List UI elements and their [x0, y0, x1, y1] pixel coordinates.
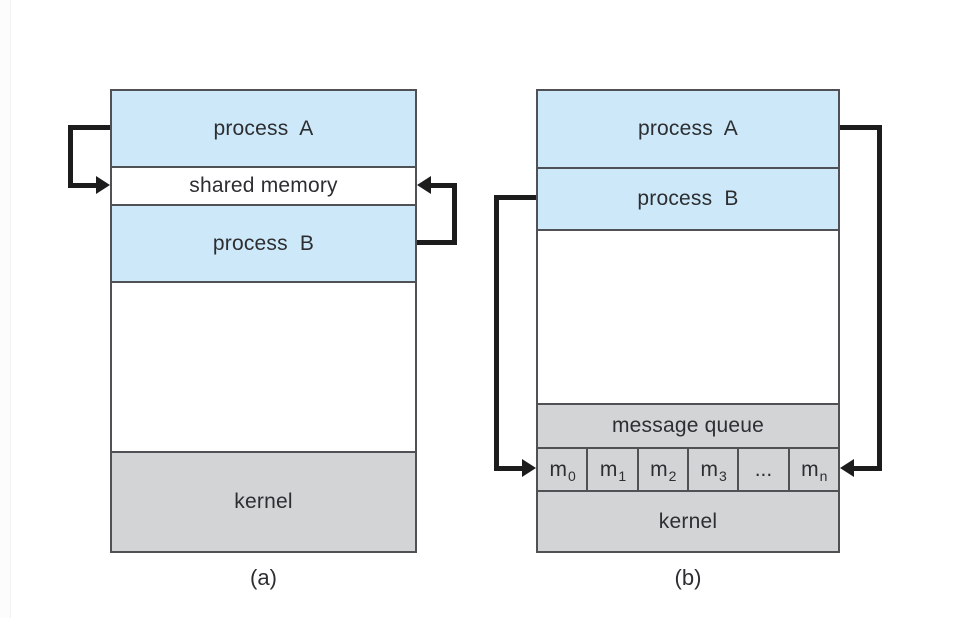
arrow-a1-segment [68, 183, 98, 188]
queue-cell-subscript: 1 [618, 467, 627, 484]
process-a-label: process A [213, 116, 314, 140]
arrow-a1-segment [68, 125, 110, 130]
arrow-a1-arrowhead-icon [96, 176, 110, 194]
arrow-b1-arrowhead-icon [840, 459, 854, 477]
arrow-b2-arrowhead-icon [522, 459, 536, 477]
diagram-b-kernel-row: kernel [538, 490, 838, 551]
arrow-a1-segment [68, 125, 73, 188]
diagram-b-process-a-row: process A [538, 91, 838, 167]
arrow-b2-segment [494, 466, 522, 471]
arrow-b2-segment [494, 195, 536, 200]
queue-cell-subscript: 3 [719, 467, 727, 484]
diagram-a-empty-region [112, 281, 415, 451]
queue-cell-label: m [801, 457, 819, 481]
diagram-b-caption: (b) [674, 565, 702, 590]
diagram-a-process-a-row: process A [112, 91, 415, 166]
queue-cell-label: m [700, 457, 719, 481]
diagram-a-box: process A shared memory process B kernel [110, 89, 417, 553]
queue-cell-label: ... [754, 457, 773, 481]
diagram-b-empty-region [538, 229, 838, 403]
arrow-a2-segment [452, 183, 457, 245]
queue-cell-subscript: 0 [568, 467, 576, 484]
kernel-label: kernel [234, 490, 293, 513]
arrow-b2-segment [494, 195, 499, 471]
diagram-a-kernel-row: kernel [112, 451, 415, 551]
queue-cell-label: m [549, 457, 568, 481]
message-queue-label: message queue [611, 414, 765, 437]
process-a-label: process A [637, 117, 739, 140]
queue-cell-ellipsis: ... [737, 449, 788, 490]
shared-memory-label: shared memory [189, 174, 338, 197]
arrow-b1-segment [840, 125, 882, 130]
queue-cell-label: m [599, 457, 618, 481]
kernel-label: kernel [658, 509, 718, 533]
diagram-a-process-b-row: process B [112, 204, 415, 281]
process-b-label: process B [637, 187, 739, 210]
arrow-b1-segment [854, 466, 882, 471]
arrow-a2-segment [417, 240, 457, 245]
queue-cell-label: m [650, 457, 668, 481]
diagram-b-message-queue-row: message queue [538, 403, 838, 447]
arrow-b1-segment [877, 125, 882, 471]
queue-cell-subscript: 2 [668, 467, 677, 484]
arrow-a2-segment [431, 183, 457, 188]
diagram-a-caption: (a) [250, 565, 277, 590]
queue-cell-subscript: n [819, 467, 828, 484]
arrow-a2-arrowhead-icon [417, 176, 431, 194]
process-b-label: process B [212, 231, 315, 255]
diagram-b-process-b-row: process B [538, 167, 838, 229]
diagram-a-shared-memory-row: shared memory [112, 166, 415, 204]
page-edge [0, 0, 11, 618]
